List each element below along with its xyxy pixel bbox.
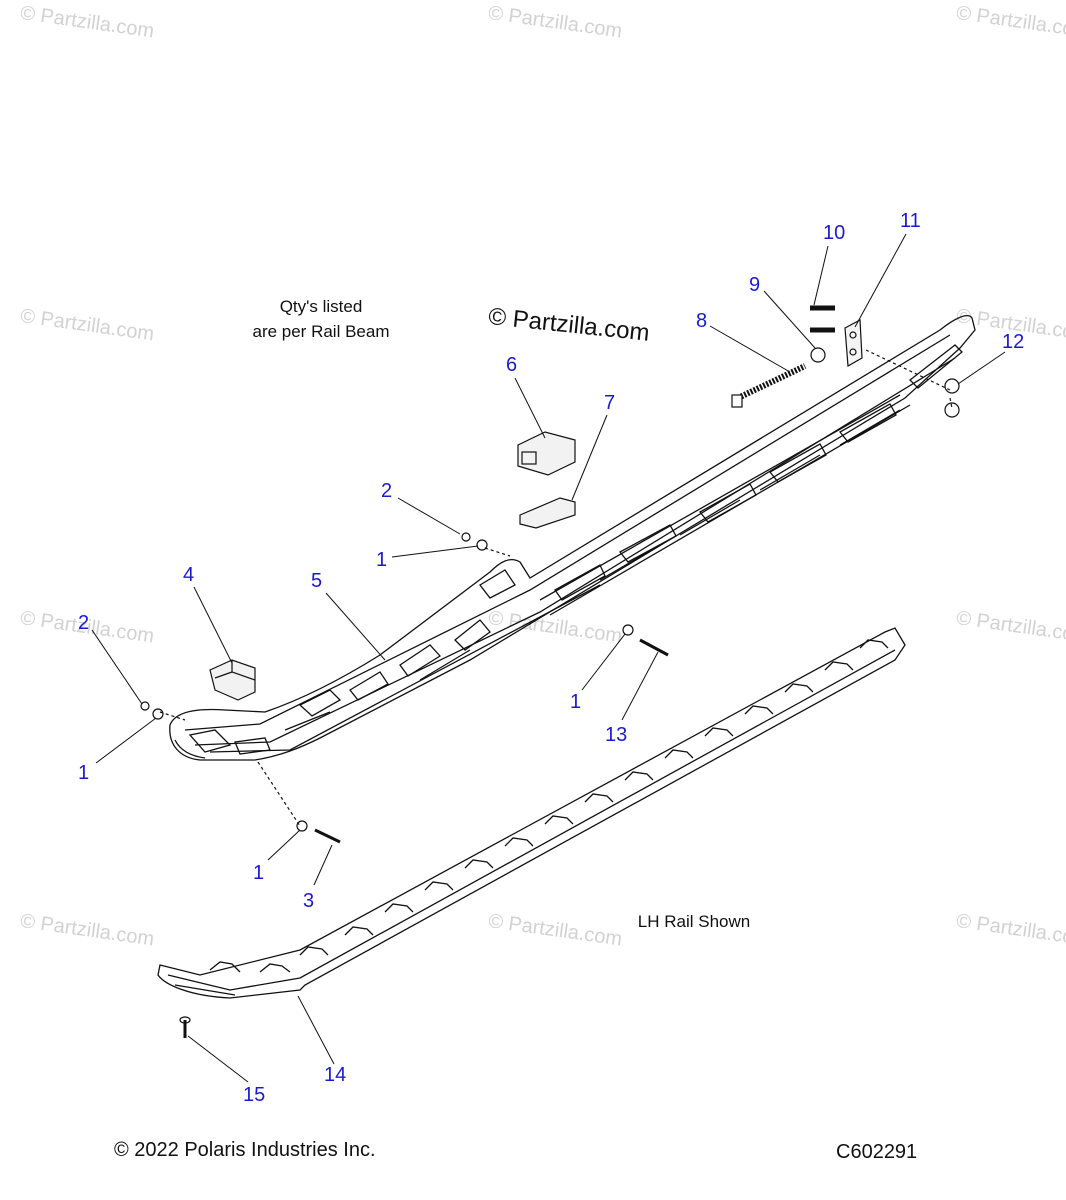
callout-label: 15 (243, 1084, 265, 1106)
callout-label: 11 (900, 210, 921, 232)
leader-lines (91, 233, 1006, 1083)
callout-label: 3 (303, 890, 314, 912)
callout-label: 9 (749, 274, 760, 296)
slide (157, 627, 906, 999)
qty-note-line1: Qty's listed (279, 297, 363, 316)
callout-label: 8 (696, 310, 707, 332)
callout-label: 7 (604, 392, 615, 414)
qty-note-line2: are per Rail Beam (252, 322, 390, 341)
callouts: 10 11 9 8 12 6 7 2 1 4 5 2 1 1 13 1 3 14… (78, 210, 1024, 1106)
callout-label: 14 (324, 1064, 346, 1086)
callout-label: 5 (311, 570, 322, 592)
callout-label: 4 (183, 564, 194, 586)
callout-label: 1 (570, 691, 581, 713)
callout-label: 2 (381, 480, 392, 502)
callout-label: 2 (78, 612, 89, 634)
rail-beam (169, 315, 976, 761)
hardware (140, 305, 960, 1038)
callout-label: 1 (253, 862, 264, 884)
callout-label: 12 (1002, 331, 1024, 353)
callout-label: 13 (605, 724, 627, 746)
diagram-code: C602291 (836, 1141, 918, 1163)
callout-label: 10 (823, 222, 845, 244)
callout-label: 6 (506, 354, 517, 376)
callout-label: 1 (376, 549, 387, 571)
copyright-text: © 2022 Polaris Industries Inc. (114, 1139, 376, 1161)
lh-rail-note: LH Rail Shown (637, 912, 751, 931)
callout-label: 1 (78, 762, 89, 784)
